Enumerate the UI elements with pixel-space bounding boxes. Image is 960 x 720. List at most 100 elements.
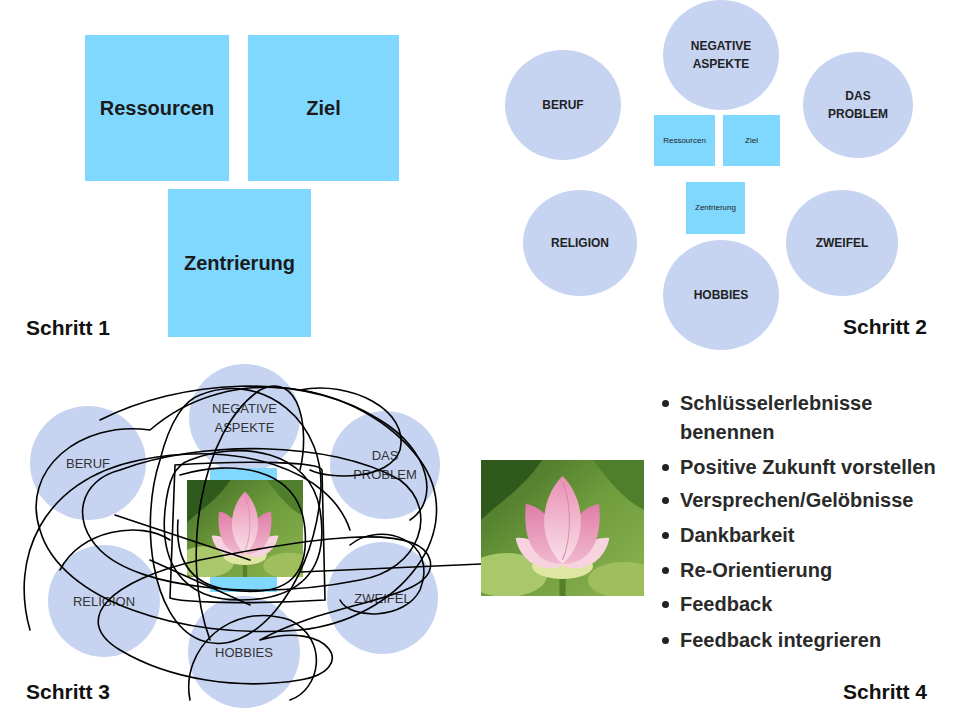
node-label: Zentrierung <box>171 250 308 276</box>
node-label: Ressourcen <box>88 95 226 121</box>
scribble <box>196 386 303 640</box>
scribble <box>36 387 436 631</box>
topic-circle-outline <box>803 52 913 158</box>
centering-square <box>210 468 277 592</box>
topic-circle: RELIGION <box>48 545 160 657</box>
circle-shape <box>188 596 300 708</box>
scribble <box>115 515 250 560</box>
topic-circle: NEGATIVE ASPEKTE <box>663 0 779 110</box>
small-square: Zentrierung <box>686 182 745 234</box>
node-label: BERUF <box>33 454 143 473</box>
topic-circle: DAS PROBLEM <box>330 411 440 519</box>
bullet-item: Dankbarkeit <box>680 521 960 550</box>
circle-shape <box>663 0 779 110</box>
scribble <box>178 468 306 591</box>
bullet-item: Feedback integrieren <box>680 626 960 655</box>
bullet-item: Positive Zukunft vorstellen <box>680 453 960 482</box>
bullet-item: Versprechen/Gelöbnisse <box>680 486 960 515</box>
circle-shape <box>505 50 621 160</box>
circle-shape <box>330 411 440 519</box>
topic-circle: BERUF <box>30 406 146 520</box>
square-shape <box>686 182 745 234</box>
node-label: Ziel <box>251 95 396 121</box>
scribble <box>300 388 401 476</box>
node-label: BERUF <box>508 96 618 114</box>
node-label: NEGATIVE ASPEKTE <box>684 37 759 73</box>
topic-circle: HOBBIES <box>663 240 779 350</box>
step-label: Schritt 2 <box>843 313 960 341</box>
node-label: RELIGION <box>526 234 634 252</box>
topic-circle: ZWEIFEL <box>327 542 438 654</box>
step-square: Zentrierung <box>168 189 311 337</box>
topic-circle: BERUF <box>505 50 621 160</box>
circle-shape <box>663 240 779 350</box>
bullet-dot <box>662 601 669 608</box>
scribble <box>83 449 421 590</box>
bullet-item: Feedback <box>680 590 960 619</box>
bullet-dot <box>662 532 669 539</box>
scribble-lines <box>24 386 436 700</box>
node-label: Ressourcen <box>657 136 712 146</box>
node-label: NEGATIVE ASPEKTE <box>207 399 282 437</box>
bullet-item: Schlüsselerlebnisse benennen <box>680 389 895 447</box>
small-square: Ressourcen <box>654 115 715 166</box>
lotus-photo-large <box>466 460 660 598</box>
scribble <box>24 454 350 630</box>
topic-circle: HOBBIES <box>188 596 300 708</box>
circle-shape <box>786 190 898 296</box>
step-square: Ziel <box>248 35 399 181</box>
node-label: RELIGION <box>51 592 157 611</box>
circle-shape <box>48 545 160 657</box>
topic-circle: NEGATIVE ASPEKTE <box>189 364 300 472</box>
bullet-dot <box>662 464 669 471</box>
circle-shape <box>523 190 637 296</box>
node-label: HOBBIES <box>191 643 297 662</box>
scribble <box>150 389 321 644</box>
topic-circle-outline <box>663 0 779 110</box>
bullet-dot <box>662 567 669 574</box>
square-shape <box>168 189 311 337</box>
scribble <box>189 615 317 700</box>
circle-shape <box>189 364 300 472</box>
bullet-dot <box>662 400 669 407</box>
node-label: HOBBIES <box>666 286 776 304</box>
step-square: Ressourcen <box>85 35 229 181</box>
scribble <box>340 534 424 614</box>
bullet-dot <box>662 497 669 504</box>
scribble <box>100 386 427 520</box>
scribble <box>170 462 325 602</box>
square-shape <box>85 35 229 181</box>
circle-shape <box>327 542 438 654</box>
leader-line <box>300 564 481 572</box>
square-shape <box>723 115 780 166</box>
circle-shape <box>803 52 913 158</box>
step-label: Schritt 3 <box>26 678 146 706</box>
bullet-item: Re-Orientierung <box>680 556 960 585</box>
node-label: DAS PROBLEM <box>348 446 423 484</box>
scribble <box>150 560 250 605</box>
topic-circle-outline <box>330 411 440 519</box>
square-shape <box>248 35 399 181</box>
scribble <box>164 451 322 600</box>
step-label: Schritt 1 <box>26 314 146 342</box>
topic-circle-outline <box>189 364 300 472</box>
lotus-photo-small <box>176 480 314 578</box>
scribble <box>60 530 170 570</box>
node-label: Ziel <box>726 136 777 146</box>
topic-circle: ZWEIFEL <box>786 190 898 296</box>
step-label: Schritt 4 <box>843 678 960 706</box>
node-label: Zentrierung <box>689 203 742 213</box>
topic-circle: RELIGION <box>523 190 637 296</box>
small-square: Ziel <box>723 115 780 166</box>
node-label: ZWEIFEL <box>330 589 435 608</box>
circle-shape <box>30 406 146 520</box>
scribble <box>98 537 430 684</box>
node-label: ZWEIFEL <box>789 234 895 252</box>
node-label: DAS PROBLEM <box>821 87 896 123</box>
square-shape <box>654 115 715 166</box>
topic-circle: DAS PROBLEM <box>803 52 913 158</box>
bullet-dot <box>662 637 669 644</box>
